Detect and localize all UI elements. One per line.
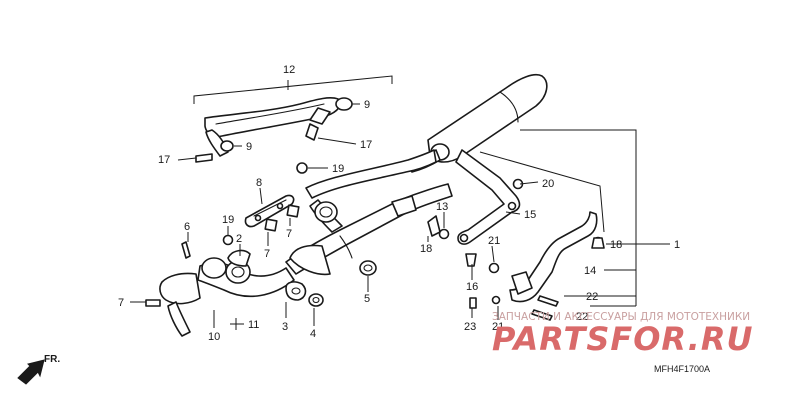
front-direction-indicator: FR. (17, 354, 60, 385)
small-hardware (145, 123, 605, 321)
callout-18-right: 18 (610, 239, 622, 251)
callout-20: 20 (542, 178, 554, 190)
callout-14: 14 (584, 265, 596, 277)
callout-17-left: 17 (158, 154, 170, 166)
callout-18-left: 18 (420, 243, 432, 255)
callout-19-lower: 19 (222, 214, 234, 226)
watermark-caption: ЗАПЧАСТИ И АКСЕССУАРЫ ДЛЯ МОТОТЕХНИКИ (492, 311, 750, 323)
callout-7-left: 7 (264, 248, 270, 260)
rear-exhaust-pipe (305, 149, 437, 233)
callout-19-upper: 19 (332, 163, 344, 175)
front-exhaust-pipe (159, 183, 453, 337)
callout-9-upper: 9 (364, 99, 370, 111)
callout-11: 11 (248, 319, 259, 331)
callout-5: 5 (364, 293, 370, 305)
callout-9-lower: 9 (246, 141, 252, 153)
callout-10: 10 (208, 331, 220, 343)
watermark: ЗАПЧАСТИ И АКСЕССУАРЫ ДЛЯ МОТОТЕХНИКИ PA… (492, 311, 753, 358)
callout-4: 4 (310, 328, 316, 340)
callout-7-right: 7 (286, 228, 292, 240)
callout-15: 15 (524, 209, 536, 221)
callout-21-lower: 21 (492, 321, 504, 333)
diagram-code: MFH4F1700A (654, 364, 710, 374)
callout-17-right: 17 (360, 139, 372, 151)
callout-numbers: 12 9 9 17 17 19 8 7 7 6 19 2 3 4 5 11 10… (118, 64, 680, 343)
callout-22-upper: 22 (586, 291, 598, 303)
callout-23: 23 (464, 321, 476, 333)
callout-21-upper: 21 (488, 235, 500, 247)
muffler-stay (455, 149, 521, 245)
callout-2: 2 (236, 233, 242, 245)
front-label: FR. (44, 354, 60, 365)
callout-8: 8 (256, 177, 262, 189)
upper-heat-shield (204, 97, 353, 157)
callout-16: 16 (466, 281, 478, 293)
callout-6: 6 (184, 221, 190, 233)
callout-3: 3 (282, 321, 288, 333)
callout-1: 1 (674, 239, 680, 251)
front-arrow-icon (17, 359, 45, 385)
leader-lines (130, 75, 670, 330)
watermark-logo-text: PARTSFOR.RU (492, 320, 753, 358)
callout-12: 12 (283, 64, 295, 76)
muffler-bracket (509, 211, 604, 303)
callout-7-far-left: 7 (118, 297, 124, 309)
callout-13: 13 (436, 201, 448, 213)
callout-22-lower: 22 (576, 311, 588, 323)
